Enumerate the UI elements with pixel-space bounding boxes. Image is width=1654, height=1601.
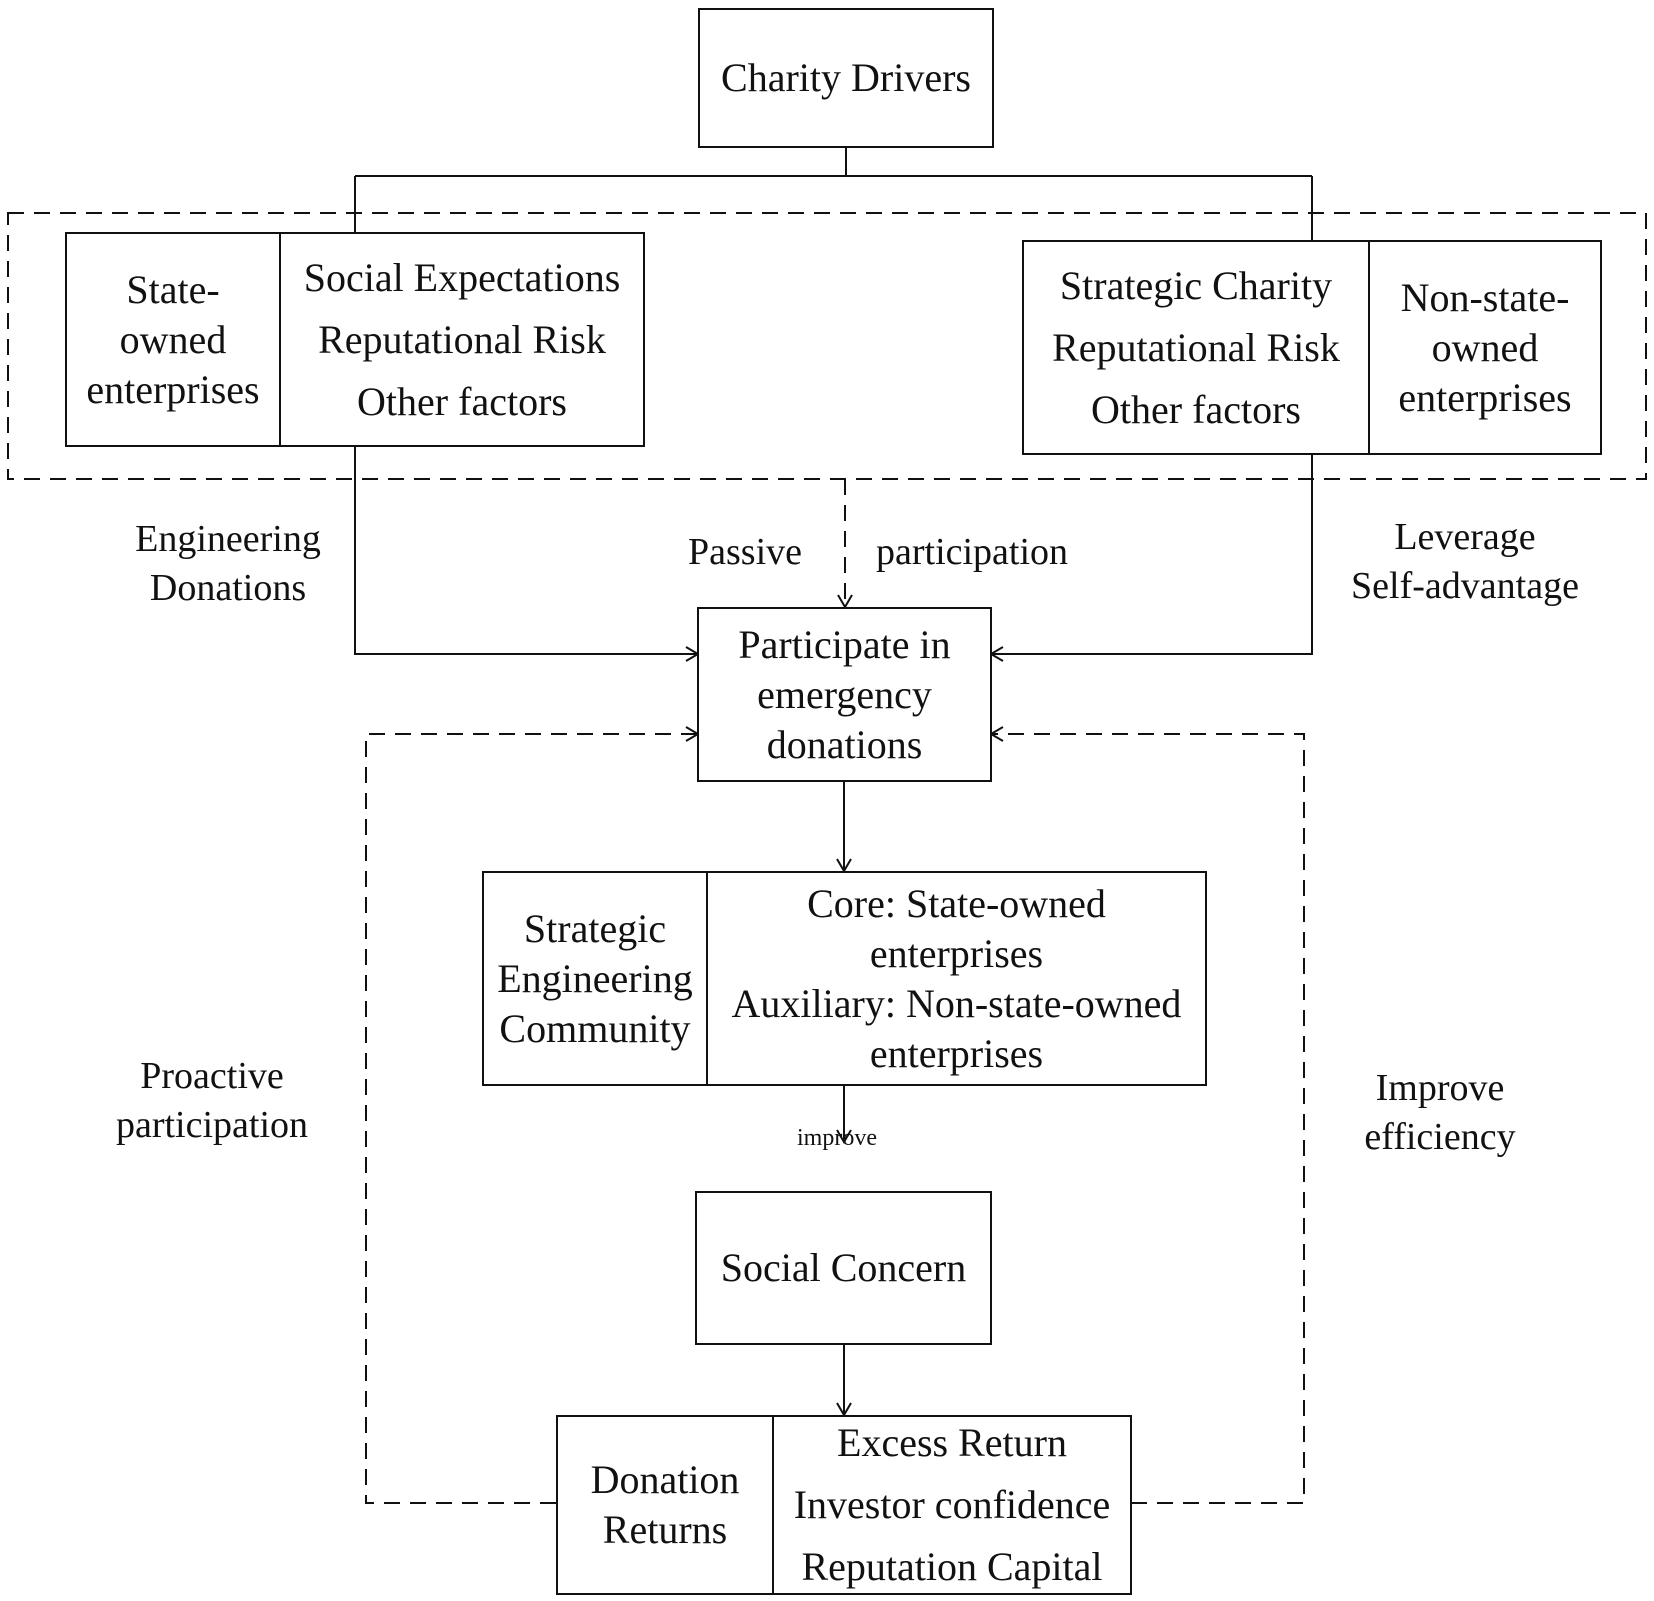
- community-name-line: Strategic: [523, 905, 667, 951]
- label-participation: participation: [876, 531, 1069, 573]
- charity-drivers-title: Charity Drivers: [721, 55, 971, 100]
- soe-factor: Reputational Risk: [318, 316, 606, 362]
- soe-name-line: owned: [119, 316, 227, 362]
- participate-box: Participate in emergency donations: [697, 607, 992, 782]
- community-name-line: Engineering: [497, 955, 693, 1001]
- loop-improve-efficiency: [989, 726, 1305, 1504]
- returns-name-cell: Donation Returns: [558, 1417, 772, 1593]
- community-box: Strategic Engineering Community Core: St…: [482, 871, 1207, 1086]
- community-members-cell: Core: State-owned enterprises Auxiliary:…: [706, 873, 1205, 1084]
- nsoe-name-cell: Non-state- owned enterprises: [1368, 242, 1600, 453]
- nsoe-name-line: owned: [1431, 324, 1539, 370]
- nsoe-factor: Strategic Charity: [1059, 262, 1333, 308]
- community-name-cell: Strategic Engineering Community: [484, 873, 706, 1084]
- charity-drivers-box: Charity Drivers: [698, 8, 994, 148]
- nsoe-name-line: enterprises: [1398, 374, 1572, 420]
- participate-line: Participate in: [738, 621, 951, 667]
- nsoe-factor: Reputational Risk: [1052, 324, 1340, 370]
- soe-name-cell: State- owned enterprises: [67, 234, 279, 445]
- nsoe-factors-cell: Strategic Charity Reputational Risk Othe…: [1024, 242, 1368, 453]
- returns-item: Reputation Capital: [801, 1544, 1103, 1589]
- soe-name-line: enterprises: [86, 366, 260, 412]
- donation-returns-box: Donation Returns Excess Return Investor …: [556, 1415, 1132, 1595]
- community-member-line: Auxiliary: Non-state-owned: [731, 980, 1182, 1026]
- returns-item: Investor confidence: [793, 1482, 1111, 1527]
- soe-name-line: State-: [126, 266, 220, 312]
- soe-factor: Other factors: [357, 378, 567, 424]
- social-concern-title: Social Concern: [720, 1245, 967, 1290]
- participate-line: emergency: [757, 671, 932, 717]
- nsoe-factor: Other factors: [1091, 386, 1301, 432]
- arrow-engineering-donations: [354, 447, 700, 662]
- label-engineering-donations: Engineering Donations: [135, 518, 321, 610]
- nsoe-name-line: Non-state-: [1400, 274, 1570, 320]
- nsoe-box: Strategic Charity Reputational Risk Othe…: [1022, 240, 1602, 455]
- label-passive: Passive: [688, 531, 802, 573]
- participate-line: donations: [766, 721, 923, 767]
- label-improve-efficiency: Improve efficiency: [1364, 1067, 1516, 1159]
- community-member-line: enterprises: [869, 930, 1044, 976]
- label-proactive-participation: Proactive participation: [115, 1055, 309, 1147]
- soe-factor: Social Expectations: [303, 254, 621, 300]
- returns-item: Excess Return: [837, 1420, 1067, 1465]
- returns-name-line: Donation: [590, 1457, 740, 1502]
- community-member-line: enterprises: [869, 1030, 1044, 1076]
- arrow-leverage: [989, 455, 1313, 662]
- social-concern-box: Social Concern: [695, 1191, 992, 1345]
- soe-factors-cell: Social Expectations Reputational Risk Ot…: [279, 234, 643, 445]
- soe-box: State- owned enterprises Social Expectat…: [65, 232, 645, 447]
- enterprise-group-frame: [7, 212, 1647, 480]
- label-improve: improve: [797, 1125, 877, 1151]
- loop-proactive: [365, 726, 700, 1504]
- returns-name-line: Returns: [602, 1507, 728, 1552]
- label-leverage: Leverage Self-advantage: [1351, 516, 1579, 608]
- community-name-line: Community: [499, 1005, 691, 1051]
- returns-items-cell: Excess Return Investor confidence Reputa…: [772, 1417, 1130, 1593]
- community-member-line: Core: State-owned: [807, 880, 1106, 926]
